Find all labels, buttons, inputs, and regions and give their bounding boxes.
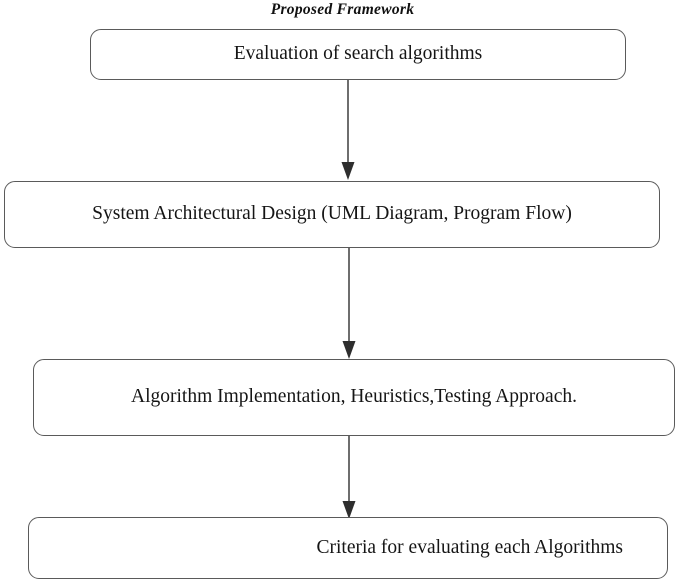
flow-node-algorithm-implementation[interactable]: Algorithm Implementation, Heuristics,Tes… bbox=[33, 359, 675, 436]
flow-node-evaluation-of-search-algorithms[interactable]: Evaluation of search algorithms bbox=[90, 29, 626, 80]
flow-arrow-1 bbox=[336, 80, 360, 181]
flow-node-criteria-for-evaluating[interactable]: Criteria for evaluating each Algorithms bbox=[28, 517, 668, 579]
flow-node-label: Evaluation of search algorithms bbox=[233, 43, 483, 65]
flow-arrow-3 bbox=[337, 436, 361, 520]
flow-node-system-architectural-design[interactable]: System Architectural Design (UML Diagram… bbox=[4, 181, 660, 248]
flow-node-label: Algorithm Implementation, Heuristics,Tes… bbox=[131, 386, 577, 408]
flow-arrow-2 bbox=[337, 248, 361, 360]
flow-node-label: System Architectural Design (UML Diagram… bbox=[92, 203, 572, 225]
flow-node-label: Criteria for evaluating each Algorithms bbox=[316, 536, 624, 558]
diagram-title: Proposed Framework bbox=[270, 1, 415, 18]
